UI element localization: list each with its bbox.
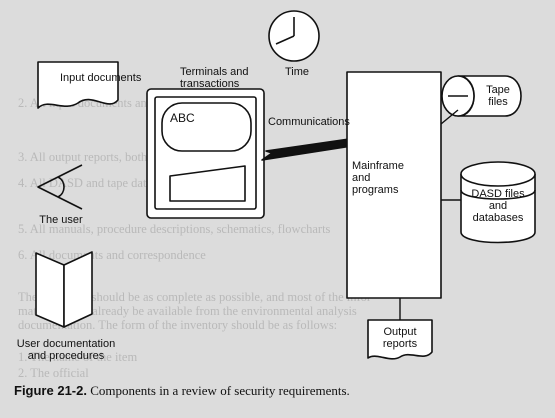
dasd-label: DASD files and databases xyxy=(471,188,525,224)
background-text-line: The inventory should be as complete as p… xyxy=(18,290,375,304)
terminals-label: Terminals and transactions xyxy=(180,66,249,90)
background-text-line: 4. All DASD and tape data files xyxy=(18,176,177,190)
figure-caption: Figure 21-2. Components in a review of s… xyxy=(14,383,350,399)
input-documents-label: Input documents xyxy=(60,72,142,84)
background-text-line: mation should already be available from … xyxy=(18,304,357,318)
user-documentation-label: User documentation and procedures xyxy=(16,338,116,362)
time-label: Time xyxy=(284,66,310,78)
caption-text: Components in a review of security requi… xyxy=(90,383,350,398)
communications-bolt xyxy=(261,137,357,161)
screen-text: ABC xyxy=(170,111,195,125)
connector-lines xyxy=(399,109,461,320)
mainframe-label: Mainframe and programs xyxy=(352,160,404,196)
figure-number: Figure 21-2. xyxy=(14,383,87,398)
background-text-line: documentation. The form of the inventory… xyxy=(18,318,338,332)
output-reports-shape xyxy=(367,319,433,360)
dasd-shape xyxy=(460,161,536,244)
mainframe-shape xyxy=(346,71,442,299)
user-label: The user xyxy=(39,214,83,226)
clock-icon xyxy=(268,10,320,62)
background-text-line: 5. All manuals, procedure descriptions, … xyxy=(18,222,331,236)
background-text-line: 2. The official xyxy=(18,366,89,380)
user-documentation-shape xyxy=(35,251,93,328)
background-text-line: 6. All documents and correspondence xyxy=(18,248,206,262)
tape-files-label: Tape files xyxy=(486,84,510,108)
user-eye-icon xyxy=(37,164,83,210)
tape-files-shape xyxy=(441,75,522,117)
communications-label: Communications xyxy=(268,116,350,128)
terminal-shape xyxy=(146,88,265,219)
output-reports-label: Output reports xyxy=(382,326,418,350)
background-text-line: 1. The name of the item xyxy=(18,350,138,364)
input-documents-shape xyxy=(37,61,119,109)
